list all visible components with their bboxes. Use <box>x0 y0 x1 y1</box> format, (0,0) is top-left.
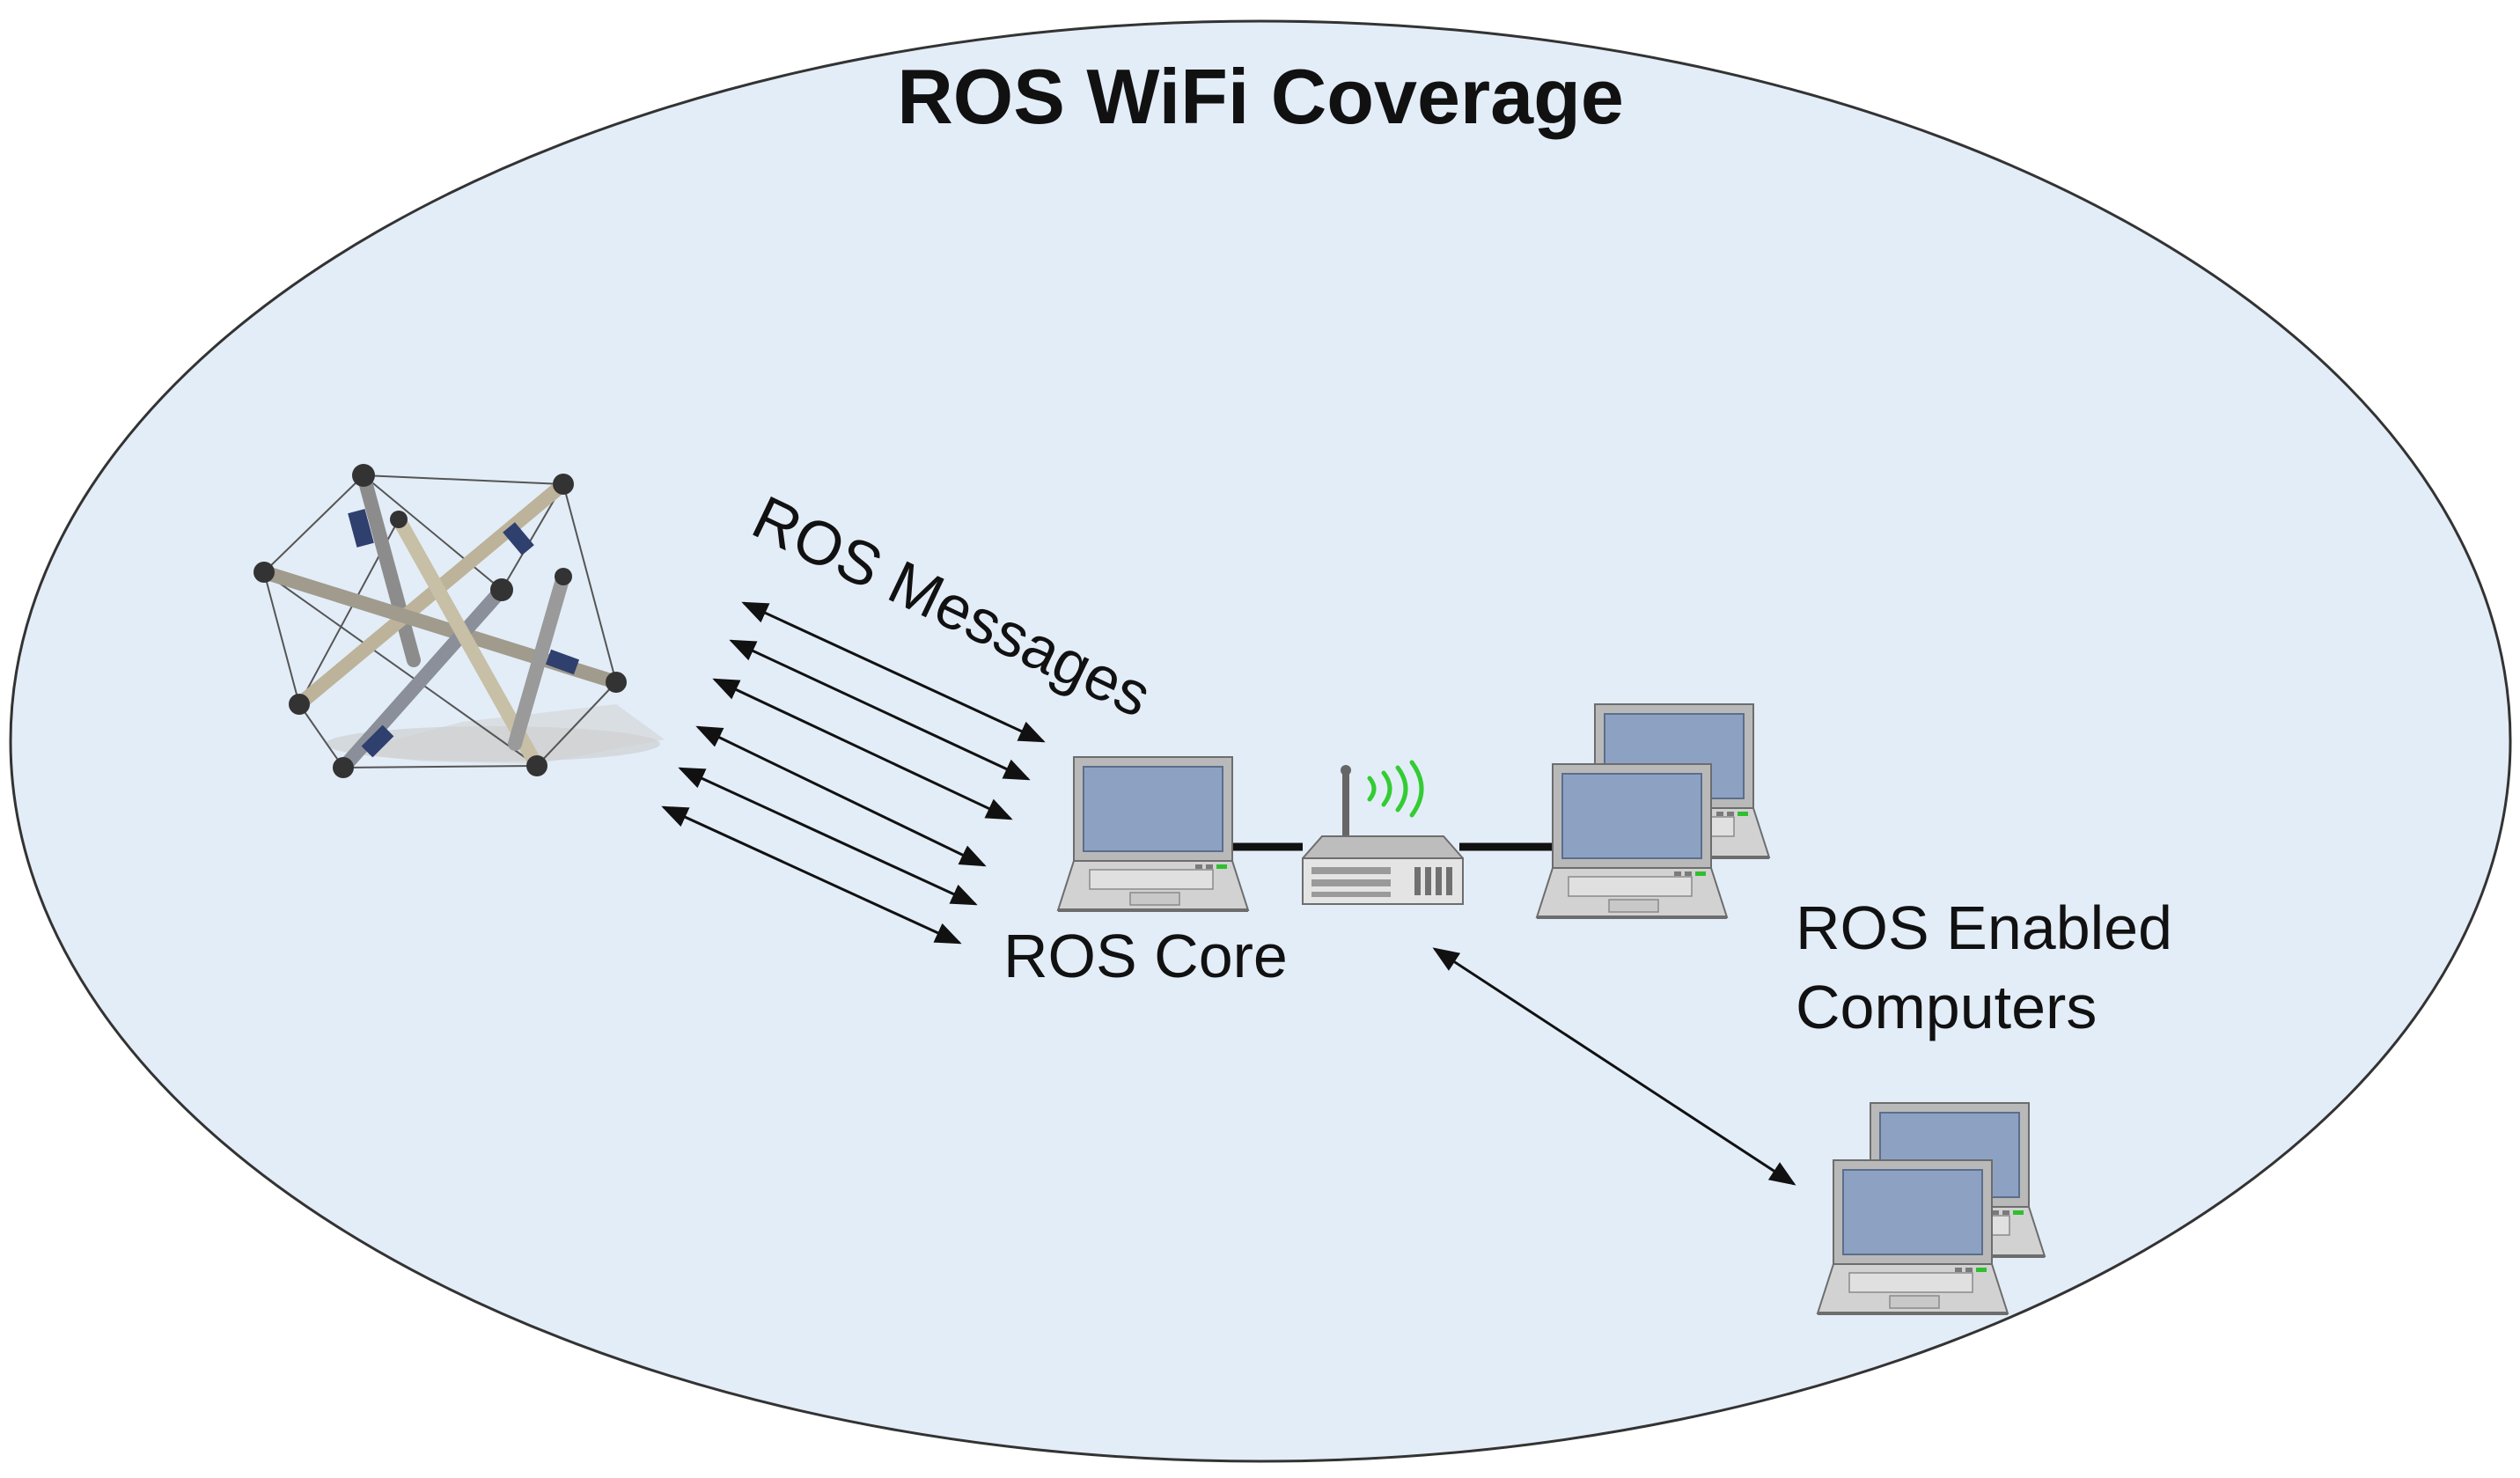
diagram-title: ROS WiFi Coverage <box>897 53 1624 140</box>
message-arrow <box>661 805 962 945</box>
wifi-router-icon <box>1302 760 1464 905</box>
ros-message-arrows <box>661 601 1046 945</box>
wifi-signal-icon <box>1367 760 1424 818</box>
router-remote-arrow <box>1432 947 1796 1186</box>
ros-enabled-laptop-icon <box>1816 1158 2009 1315</box>
ros-core-label: ROS Core <box>1003 922 1288 990</box>
tensegrity-robot-icon <box>253 464 665 778</box>
coverage-area <box>9 19 2512 1463</box>
ros-core-laptop-icon <box>1056 755 1250 912</box>
ros-enabled-computers-label-line1: ROS Enabled <box>1796 893 2172 962</box>
ros-enabled-laptop-icon <box>1535 762 1729 919</box>
ros-enabled-computers-label-line2: Computers <box>1796 973 2097 1041</box>
